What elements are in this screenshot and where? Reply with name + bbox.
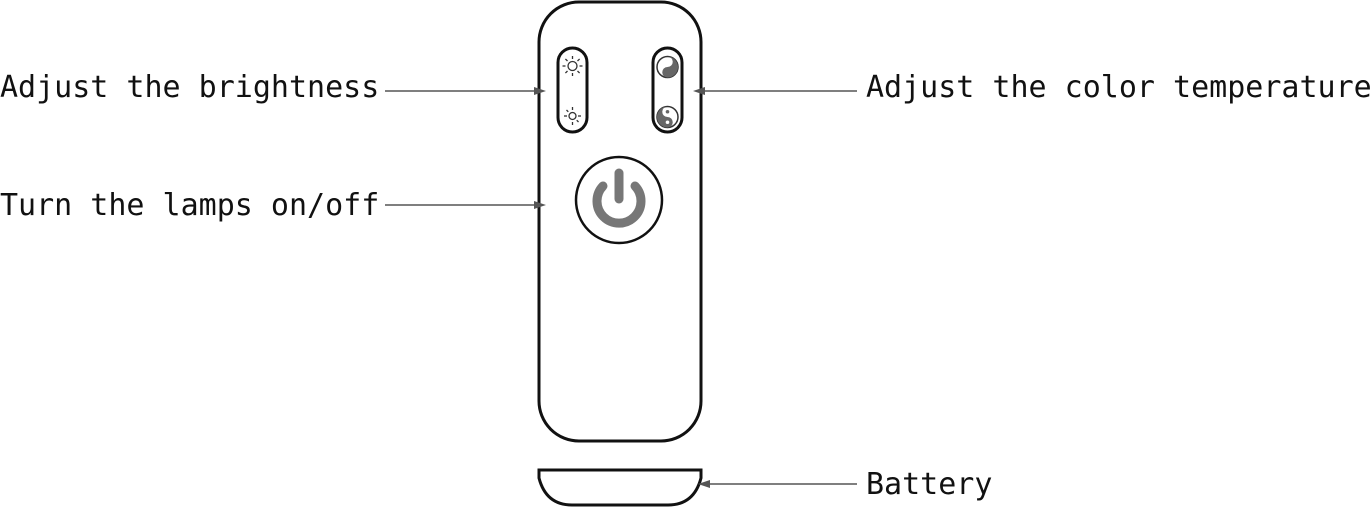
remote-body [537, 0, 703, 443]
power-icon [592, 168, 646, 228]
label-battery: Battery [866, 467, 993, 502]
leader-color-temperature [693, 87, 857, 95]
leader-power [385, 201, 546, 209]
label-color-temperature: Adjust the color temperature [866, 70, 1370, 105]
battery-cover [537, 468, 703, 507]
brightness-button-group[interactable] [556, 46, 589, 134]
yin-yang-warm-icon[interactable] [656, 55, 679, 79]
leader-battery [698, 480, 857, 488]
color-temperature-button-group[interactable] [651, 46, 684, 134]
sun-large-icon[interactable] [562, 56, 583, 76]
label-brightness: Adjust the brightness [0, 70, 380, 105]
label-power: Turn the lamps on/off [0, 188, 380, 223]
yin-yang-cool-icon[interactable] [656, 105, 679, 129]
leader-brightness [385, 87, 546, 95]
power-button[interactable] [574, 155, 664, 245]
sun-small-icon[interactable] [564, 107, 581, 125]
